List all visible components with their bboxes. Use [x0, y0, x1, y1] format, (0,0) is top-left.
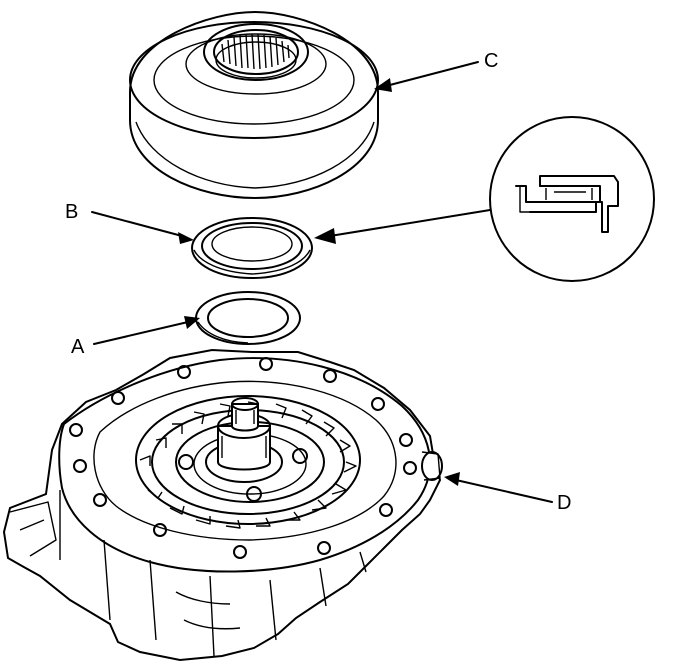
seal-cross-section-detail	[489, 116, 655, 282]
arrowhead-c	[374, 78, 392, 92]
arrowhead-a	[184, 316, 200, 329]
callout-c-label: C	[484, 50, 499, 72]
flange-bolt-holes	[69, 357, 417, 559]
arrowhead-d	[444, 472, 460, 486]
arrowhead-detail	[314, 228, 336, 244]
callout-d-label: D	[557, 492, 572, 514]
part-d-transmission-case	[2, 348, 443, 662]
leader-lines	[91, 61, 553, 503]
callout-b-label: B	[65, 201, 79, 223]
part-b-seal-ring	[191, 217, 313, 279]
needle-bearing-rollers	[221, 33, 290, 70]
part-a-washer	[195, 291, 301, 345]
callout-a-label: A	[71, 336, 85, 358]
part-c-drum	[129, 10, 379, 200]
arrowhead-b	[178, 232, 194, 244]
